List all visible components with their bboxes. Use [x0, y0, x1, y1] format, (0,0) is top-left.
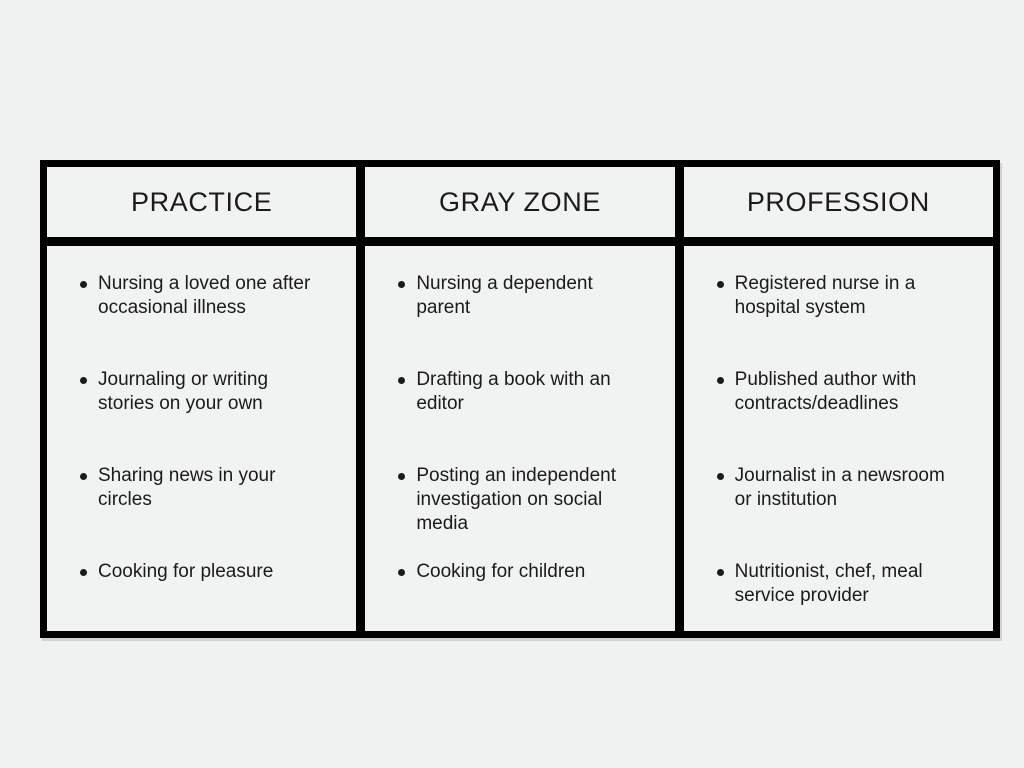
list-item-text: Cooking for children	[416, 561, 586, 582]
bullet-icon	[398, 569, 406, 576]
header-practice-label: PRACTICE	[131, 186, 273, 217]
list-item-text: Drafting a book with an editor	[416, 369, 611, 414]
profession-item-list: Registered nurse in a hospital system Pu…	[684, 246, 993, 608]
list-item: Cooking for pleasure	[80, 560, 340, 584]
bullet-icon	[80, 473, 87, 480]
list-item-text: Nursing a dependent parent	[416, 273, 593, 318]
comparison-table: PRACTICE GRAY ZONE PROFESSION Nursing a …	[40, 160, 1000, 638]
header-practice: PRACTICE	[47, 167, 357, 237]
bullet-icon	[716, 473, 724, 480]
list-item-text: Published author with contracts/deadline…	[734, 369, 917, 414]
list-item: Journalist in a newsroom or institution	[716, 464, 977, 560]
list-item-text: Sharing news in your circles	[98, 465, 276, 510]
bullet-icon	[716, 281, 724, 288]
bullet-icon	[716, 377, 724, 384]
list-item: Registered nurse in a hospital system	[716, 272, 977, 368]
bullet-icon	[398, 473, 406, 480]
list-item: Cooking for children	[398, 560, 658, 584]
list-item-text: Registered nurse in a hospital system	[734, 273, 916, 318]
header-profession: PROFESSION	[683, 167, 993, 237]
gray-zone-item-list: Nursing a dependent parent Drafting a bo…	[365, 246, 674, 584]
list-item: Journaling or writing stories on your ow…	[80, 368, 340, 464]
list-item: Nutritionist, chef, meal service provide…	[716, 560, 977, 608]
list-item: Sharing news in your circles	[80, 464, 340, 560]
list-item-text: Cooking for pleasure	[98, 561, 274, 582]
practice-item-list: Nursing a loved one after occasional ill…	[47, 246, 356, 584]
list-item-text: Nursing a loved one after occasional ill…	[98, 273, 311, 318]
column-practice: Nursing a loved one after occasional ill…	[47, 246, 357, 631]
bullet-icon	[716, 569, 724, 576]
header-gray-zone-label: GRAY ZONE	[439, 186, 601, 217]
list-item-text: Journaling or writing stories on your ow…	[98, 369, 269, 414]
bullet-icon	[80, 281, 87, 288]
bullet-icon	[398, 377, 406, 384]
list-item: Posting an independent investigation on …	[398, 464, 658, 560]
column-gray-zone: Nursing a dependent parent Drafting a bo…	[365, 246, 675, 631]
header-gray-zone: GRAY ZONE	[365, 167, 675, 237]
list-item-text: Journalist in a newsroom or institution	[734, 465, 945, 510]
list-item: Published author with contracts/deadline…	[716, 368, 977, 464]
bullet-icon	[80, 377, 87, 384]
list-item: Drafting a book with an editor	[398, 368, 658, 464]
column-profession: Registered nurse in a hospital system Pu…	[683, 246, 993, 631]
list-item: Nursing a dependent parent	[398, 272, 658, 368]
bullet-icon	[80, 569, 87, 576]
list-item-text: Posting an independent investigation on …	[416, 465, 616, 534]
header-profession-label: PROFESSION	[746, 186, 930, 217]
bullet-icon	[398, 281, 406, 288]
list-item: Nursing a loved one after occasional ill…	[80, 272, 340, 368]
list-item-text: Nutritionist, chef, meal service provide…	[734, 561, 923, 606]
